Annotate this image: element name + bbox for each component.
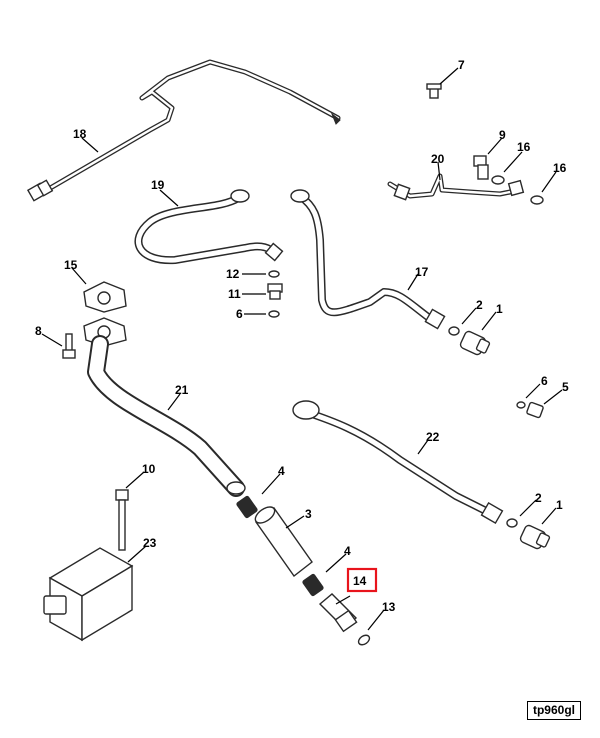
callout-15: 15 (64, 258, 78, 272)
seal-6a (268, 310, 280, 318)
callout-20: 20 (431, 152, 445, 166)
callout-8: 8 (35, 324, 42, 338)
banjo-bolt-9 (473, 155, 489, 180)
callout-9: 9 (499, 128, 506, 142)
hose-19 (134, 189, 284, 265)
hose-22 (292, 400, 504, 525)
drawing-code-label: tp960gl (527, 701, 581, 720)
callout-13: 13 (382, 600, 396, 614)
leader-lines (41, 67, 563, 631)
callout-16a: 16 (517, 140, 531, 154)
clamp-4b (302, 573, 324, 597)
washer-16a (491, 175, 505, 185)
seal-2b (506, 518, 518, 528)
block-23 (43, 547, 134, 642)
callout-12: 12 (226, 267, 240, 281)
callout-1a: 1 (496, 302, 503, 316)
callout-2a: 2 (476, 298, 483, 312)
callout-1b: 1 (556, 498, 563, 512)
fitting-11 (267, 283, 283, 300)
callout-21: 21 (175, 383, 189, 397)
clamp-4a (236, 495, 258, 519)
tube-18 (26, 59, 341, 202)
tube-17 (290, 189, 446, 330)
callout-17: 17 (415, 265, 429, 279)
bolt-7 (426, 83, 442, 99)
callout-14: 14 (353, 574, 367, 588)
callout-3: 3 (305, 507, 312, 521)
callout-4b: 4 (344, 544, 351, 558)
callout-18: 18 (73, 127, 87, 141)
bolt-10 (115, 489, 129, 551)
callout-6a: 6 (236, 307, 243, 321)
connector-1b (519, 524, 551, 550)
callout-7: 7 (458, 58, 465, 72)
callout-5: 5 (562, 380, 569, 394)
gasket-15 (83, 281, 127, 313)
callout-labels: 7 18 9 16 20 16 19 15 12 11 6 17 2 1 8 6… (35, 58, 569, 614)
sleeve-3 (254, 506, 313, 578)
plug-5 (526, 401, 544, 419)
callout-4a: 4 (278, 464, 285, 478)
bolt-8 (62, 333, 76, 359)
callout-6b: 6 (541, 374, 548, 388)
callout-23: 23 (143, 536, 157, 550)
callout-14-highlight-box (346, 567, 378, 593)
seal-6b (516, 401, 526, 409)
callout-22: 22 (426, 430, 440, 444)
seal-13 (357, 634, 371, 646)
callout-19: 19 (151, 178, 165, 192)
adapter-14 (318, 593, 358, 633)
tube-20 (387, 173, 525, 201)
callout-10: 10 (142, 462, 156, 476)
washer-16b (530, 195, 544, 205)
tube-21 (83, 317, 246, 497)
connector-1a (459, 330, 491, 356)
seal-2a (448, 326, 460, 336)
callout-16b: 16 (553, 161, 567, 175)
callout-2b: 2 (535, 491, 542, 505)
seal-12 (268, 270, 280, 278)
callout-11: 11 (228, 287, 241, 301)
